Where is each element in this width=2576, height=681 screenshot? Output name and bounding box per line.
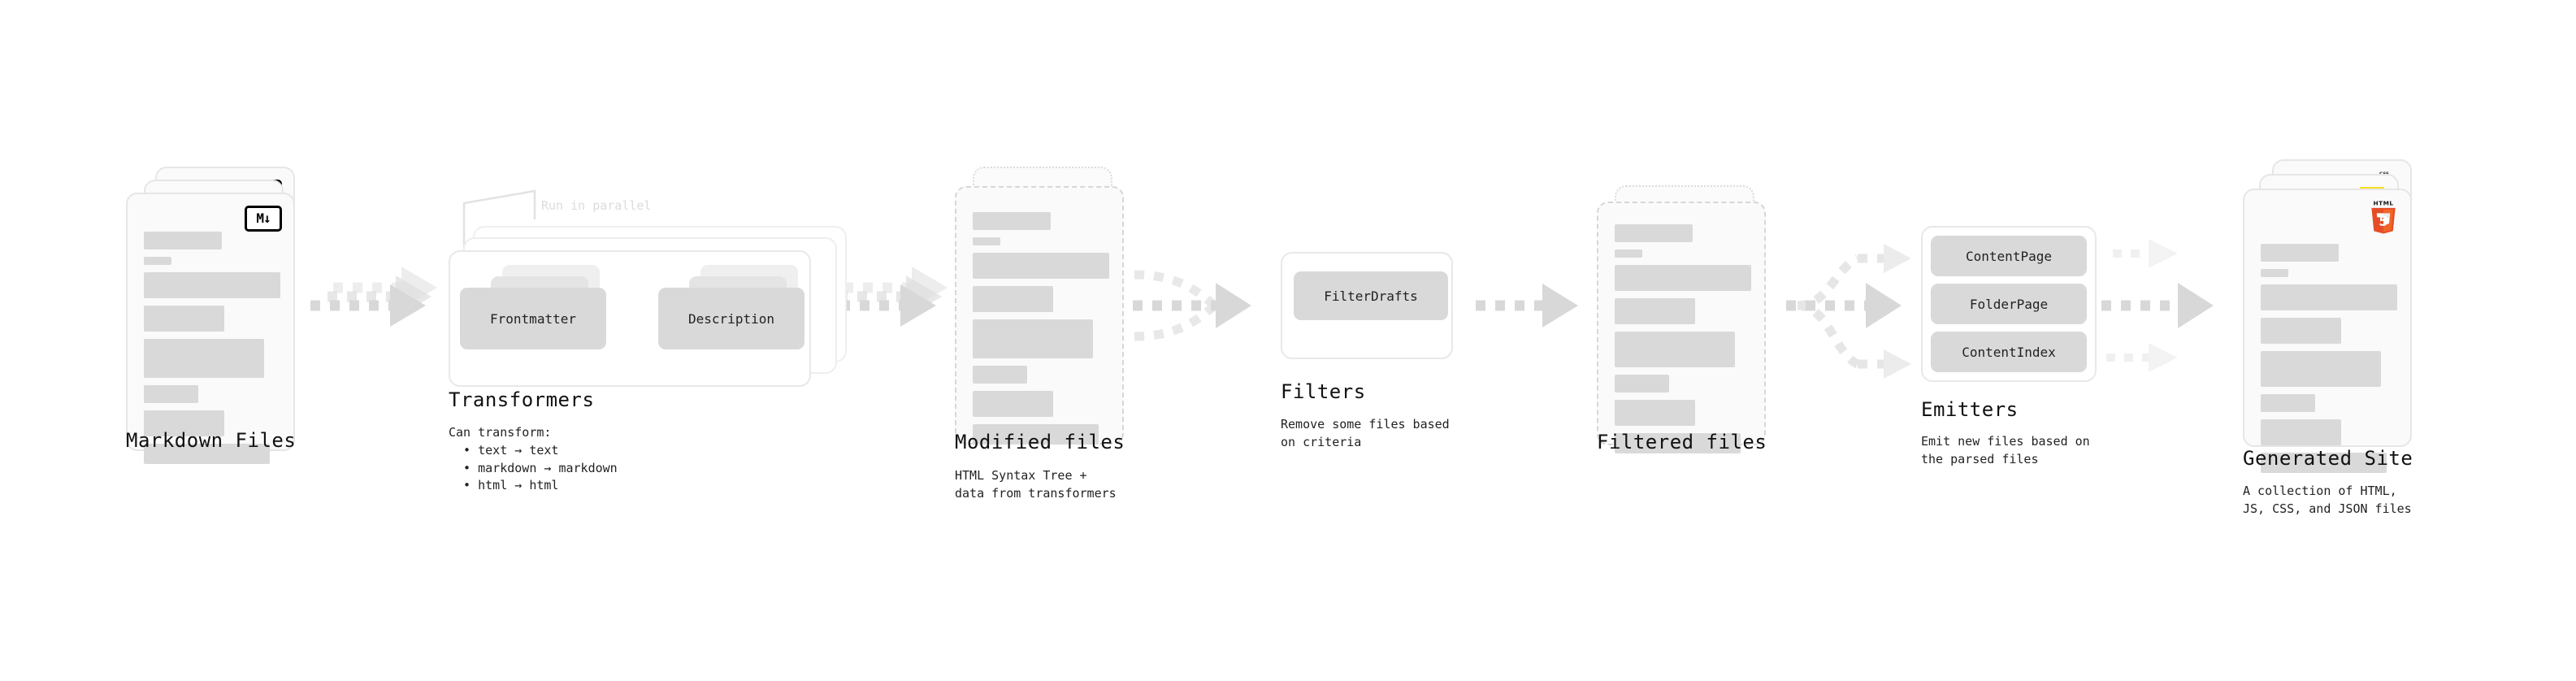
emitter-chip-contentpage-label: ContentPage <box>1966 248 2052 264</box>
stage-filters-title: Filters <box>1281 380 1366 403</box>
filtered-doc-content <box>1615 224 1751 461</box>
stage-markdown-files-title: Markdown Files <box>126 429 297 452</box>
connector-md-to-transformers <box>310 267 437 327</box>
stage-emitters-subtitle: Emit new files based on the parsed files <box>1921 434 2090 466</box>
transformer-chip-frontmatter[interactable]: Frontmatter <box>460 288 606 349</box>
emitter-chip-contentindex-label: ContentIndex <box>1962 344 2056 360</box>
modified-doc-content <box>973 212 1109 452</box>
emitter-chip-folderpage-label: FolderPage <box>1969 296 2049 312</box>
stage-transformers-subtitle: Can transform: • text → text • markdown … <box>449 425 618 493</box>
emitter-chip-contentindex[interactable]: ContentIndex <box>1931 332 2087 372</box>
markdown-doc-front: M↓ <box>126 193 295 464</box>
stage-transformers-title: Transformers <box>449 388 595 411</box>
stage-generated-site-title: Generated Site <box>2243 447 2413 470</box>
connector-filtered-to-emitters <box>1786 244 1911 379</box>
filtered-doc-front <box>1597 202 1766 453</box>
stage-filters-subtitle: Remove some files based on criteria <box>1281 417 1450 449</box>
transformer-chip-description-label: Description <box>688 310 774 327</box>
stage-generated-site-subtitle: A collection of HTML, JS, CSS, and JSON … <box>2243 484 2412 516</box>
markdown-badge-text-front: M↓ <box>245 206 282 232</box>
site-doc-front-html: HTML 5 <box>2243 189 2412 473</box>
site-doc-content <box>2261 244 2397 480</box>
svg-text:HTML: HTML <box>2374 199 2394 206</box>
filter-chip-filterdrafts[interactable]: FilterDrafts <box>1294 271 1448 320</box>
modified-doc-front <box>955 186 1124 445</box>
connector-emitters-to-site <box>2101 239 2214 372</box>
transformer-chip-description[interactable]: Description <box>658 288 804 349</box>
stage-modified-files-subtitle: HTML Syntax Tree + data from transformer… <box>955 468 1117 501</box>
stage-emitters-title: Emitters <box>1921 398 2019 421</box>
stage-filtered-files-title: Filtered files <box>1597 431 1767 453</box>
connector-modified-to-filters <box>1133 270 1251 341</box>
emitter-chip-contentpage[interactable]: ContentPage <box>1931 236 2087 276</box>
emitter-chip-folderpage[interactable]: FolderPage <box>1931 284 2087 324</box>
connector-filters-to-filtered <box>1476 284 1578 327</box>
stage-modified-files-title: Modified files <box>955 431 1125 453</box>
run-in-parallel-note: Run in parallel <box>541 198 652 213</box>
markdown-doc-content <box>144 232 280 471</box>
html5-icon: HTML 5 <box>2371 199 2396 234</box>
transformer-chip-frontmatter-label: Frontmatter <box>490 310 576 327</box>
html5-badge: HTML 5 <box>2368 198 2399 234</box>
filter-chip-filterdrafts-label: FilterDrafts <box>1324 288 1418 304</box>
markdown-badge: M↓ <box>245 206 282 232</box>
svg-text:5: 5 <box>2379 214 2387 229</box>
